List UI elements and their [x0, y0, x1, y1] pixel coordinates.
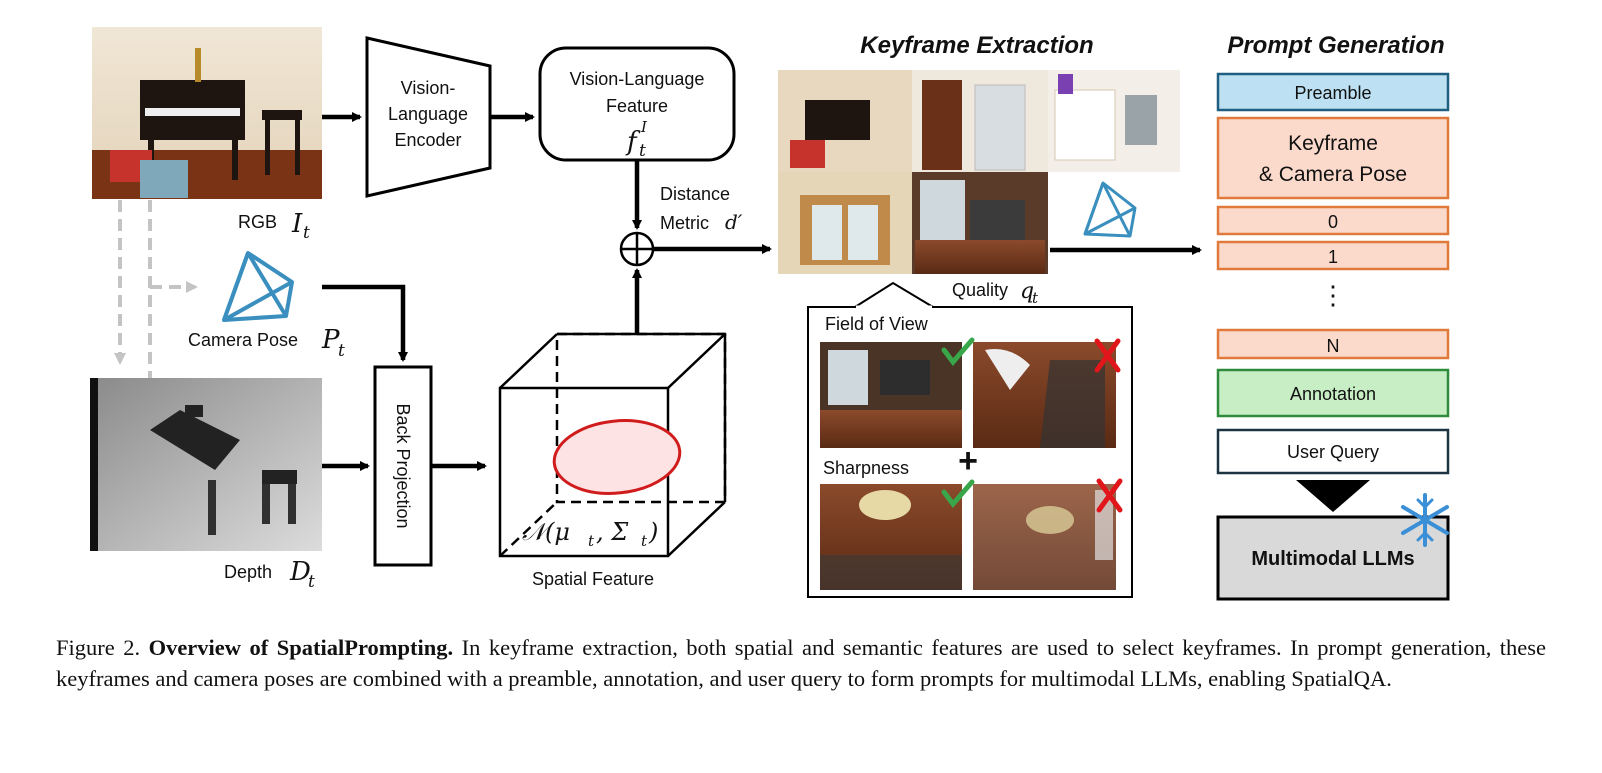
keyframe-item-0: 0 [1216, 205, 1450, 236]
svg-text:): ) [648, 518, 658, 546]
keyframe-item-n: N [1216, 328, 1450, 360]
down-arrow-icon [1296, 480, 1370, 512]
snowflake-icon [1401, 493, 1449, 547]
multimodal-llm-block: Multimodal LLMs [1216, 515, 1450, 601]
figure-caption: Figure 2. Overview of SpatialPrompting. … [56, 632, 1546, 694]
svg-text:Distance: Distance [660, 184, 730, 204]
back-projection: Back Projection [373, 365, 433, 567]
camera-pose-label: Camera Pose P t [188, 325, 345, 361]
svg-text:t: t [338, 341, 345, 361]
field-of-view-label: Field of View [825, 314, 929, 334]
check-icon [941, 337, 975, 366]
plus-sign: + [958, 442, 978, 480]
svg-text:Metric: Metric [660, 213, 709, 233]
svg-text:N: N [1327, 336, 1340, 356]
svg-text:d′: d′ [725, 210, 743, 234]
svg-text:P: P [321, 325, 340, 355]
keyframe-camera-frustum-icon [1083, 181, 1137, 238]
sharpness-label: Sharpness [823, 458, 909, 478]
spatial-feature-label: Spatial Feature [532, 569, 654, 589]
svg-text:& Camera Pose: & Camera Pose [1259, 163, 1407, 186]
combine-operator [619, 231, 655, 267]
svg-text:q: q [1020, 279, 1034, 304]
figure: RGB I t Camera Pose P t Depth D t [90, 27, 1450, 601]
keyframe-extraction-title: Keyframe Extraction [860, 32, 1093, 59]
caption-prefix: Figure 2. [56, 635, 141, 660]
preamble-block: Preamble [1216, 72, 1450, 112]
svg-text:I: I [291, 209, 303, 239]
quality-callout: Quality q t [854, 279, 1039, 308]
check-icon [941, 479, 975, 508]
svg-text:Vision-Language: Vision-Language [570, 69, 705, 89]
svg-text:RGB: RGB [238, 212, 277, 232]
svg-text:Annotation: Annotation [1290, 384, 1376, 404]
caption-body: In keyframe extraction, both spatial and… [56, 635, 1547, 691]
camera-pose-frustum-icon [222, 251, 294, 322]
svg-text:Quality: Quality [952, 280, 1008, 300]
keyframe-item-1: 1 [1216, 240, 1450, 271]
svg-text:Multimodal LLMs: Multimodal LLMs [1251, 548, 1414, 570]
rgb-image [92, 27, 322, 199]
spatial-feature-cube [498, 332, 727, 558]
vision-language-feature: Vision-Language Feature f t I [538, 46, 736, 162]
svg-text:D: D [289, 557, 311, 587]
ellipsis-dots: ⋮ [1320, 280, 1346, 310]
caption-title: Overview of SpatialPrompting. [148, 635, 454, 660]
depth-image [90, 378, 322, 551]
svg-text:t: t [308, 572, 315, 592]
flow-arrows [322, 112, 1202, 471]
rgb-label: RGB I t [238, 209, 310, 243]
svg-text:Preamble: Preamble [1294, 83, 1371, 103]
svg-text:Encoder: Encoder [394, 130, 461, 150]
svg-text:𝒩(μ: 𝒩(μ [522, 518, 570, 546]
cross-icon [1096, 478, 1123, 513]
quality-box: Field of View Sharpness + [807, 305, 1133, 598]
distance-metric-label: Distance Metric d′ [660, 184, 743, 234]
svg-text:Feature: Feature [606, 96, 668, 116]
svg-text:t: t [303, 223, 310, 243]
svg-text:Camera Pose: Camera Pose [188, 330, 298, 350]
svg-text:Depth: Depth [224, 562, 272, 582]
cross-icon [1094, 338, 1121, 373]
vision-language-encoder: Vision- Language Encoder [365, 36, 492, 198]
svg-text:, Σ: , Σ [596, 518, 629, 546]
dashed-arrows [114, 200, 198, 378]
prompt-generation-title: Prompt Generation [1227, 32, 1444, 59]
gaussian-label: 𝒩(μ t , Σ t ) [522, 518, 658, 550]
svg-text:t: t [588, 532, 595, 550]
svg-text:t: t [641, 532, 648, 550]
svg-text:I: I [640, 118, 648, 136]
svg-text:Language: Language [388, 104, 468, 124]
depth-label: Depth D t [224, 557, 315, 592]
keyframe-pose-block: Keyframe & Camera Pose [1216, 116, 1450, 200]
keyframe-mosaic [778, 70, 1180, 274]
svg-text:Back Projection: Back Projection [393, 403, 413, 528]
svg-text:Keyframe: Keyframe [1288, 132, 1378, 155]
svg-text:1: 1 [1328, 247, 1338, 267]
svg-text:t: t [1032, 289, 1039, 307]
svg-text:Vision-: Vision- [401, 78, 456, 98]
svg-text:0: 0 [1328, 212, 1338, 232]
user-query-block: User Query [1216, 428, 1450, 475]
annotation-block: Annotation [1216, 368, 1450, 418]
svg-text:t: t [639, 141, 646, 161]
svg-text:User Query: User Query [1287, 442, 1379, 462]
